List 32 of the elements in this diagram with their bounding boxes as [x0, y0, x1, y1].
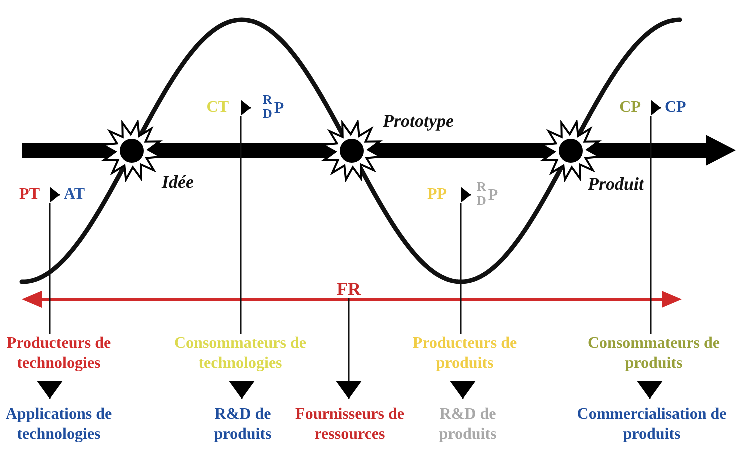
arrow — [336, 298, 362, 399]
stage-label: Produit — [588, 174, 644, 194]
connector-line — [49, 203, 51, 334]
abbreviation-label: PP — [427, 187, 447, 203]
flag-arrow — [651, 100, 661, 116]
abbreviation-label: CT — [206, 100, 229, 116]
abbreviation-label: CP — [665, 100, 686, 116]
down-arrow — [229, 381, 255, 399]
connector-line — [240, 116, 242, 334]
role-label: Consommateurs de produits — [587, 334, 721, 374]
flag-arrow — [241, 100, 251, 116]
role-label: Consommateurs de technologies — [174, 334, 308, 374]
role-label: Producteurs de produits — [412, 334, 518, 374]
flag-arrow — [461, 187, 471, 203]
down-arrow — [637, 381, 663, 399]
abbreviation-label: PT — [20, 187, 40, 203]
abbreviation-label: CP — [620, 100, 641, 116]
role-label: R&D de produits — [213, 405, 273, 445]
stage-label: Idée — [162, 172, 194, 192]
connector-line — [460, 203, 462, 334]
down-arrow — [450, 381, 476, 399]
role-label: Commercialisation de produits — [576, 405, 728, 445]
abbreviation-label: AT — [64, 187, 86, 203]
stage-label: Prototype — [383, 111, 454, 131]
role-label: Fournisseurs de ressources — [294, 405, 406, 445]
down-arrow — [37, 381, 63, 399]
role-label: R&D de produits — [438, 405, 498, 445]
flag-arrow — [50, 187, 60, 203]
role-label: Producteurs de technologies — [6, 334, 112, 374]
role-label: Applications de technologies — [4, 405, 114, 445]
connector-line — [650, 116, 652, 334]
abbreviation-label: FR — [337, 280, 361, 298]
